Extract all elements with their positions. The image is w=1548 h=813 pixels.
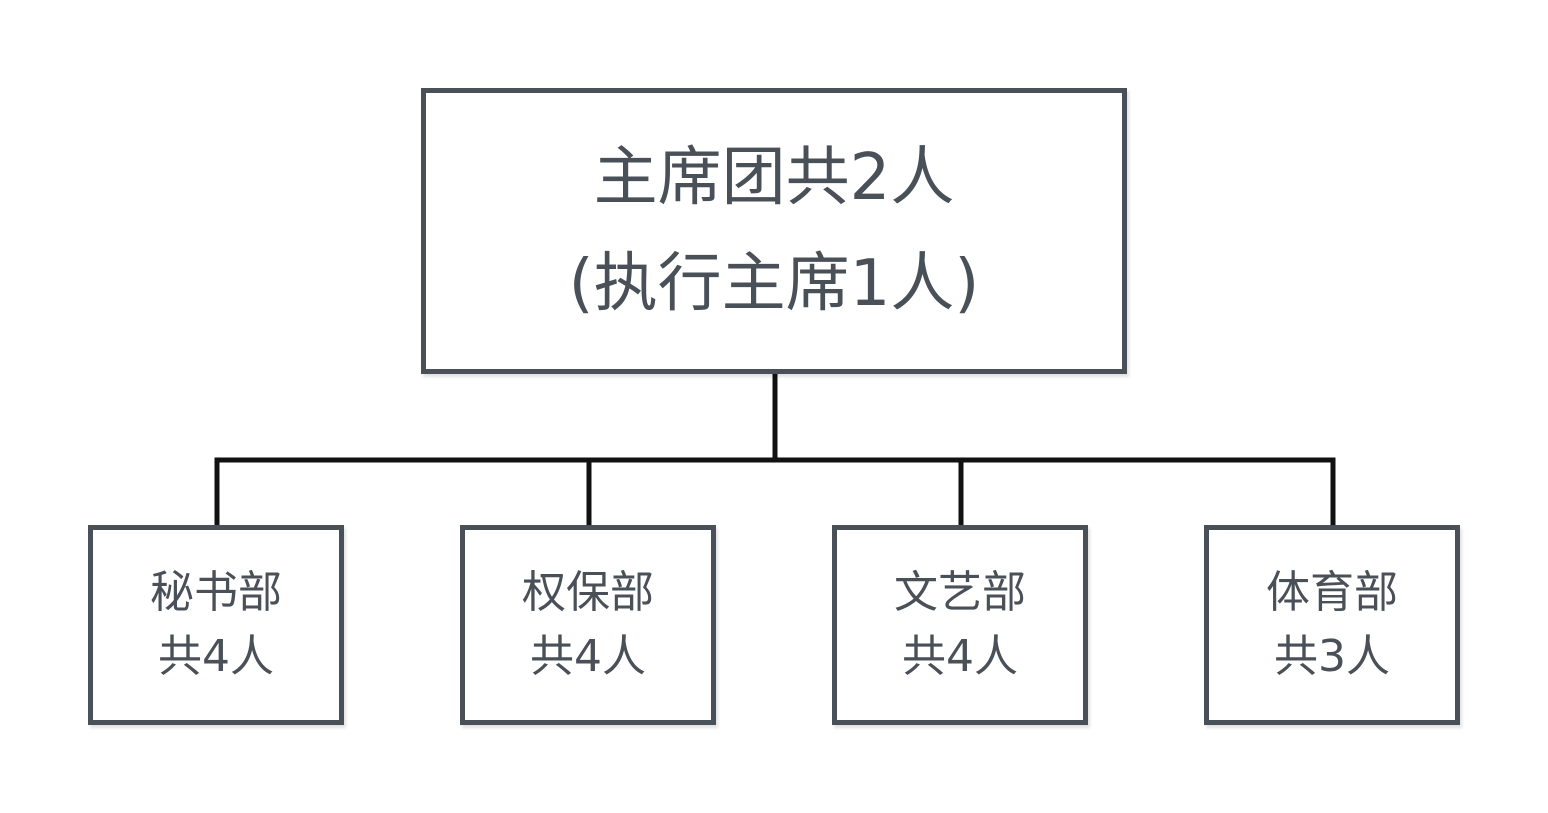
dept-box-sports: 体育部 共3人 — [1204, 525, 1460, 725]
dept-count: 共4人 — [530, 631, 646, 682]
presidium-subtitle: (执行主席1人) — [568, 247, 980, 321]
dept-box-secretariat: 秘书部 共4人 — [88, 525, 344, 725]
dept-count: 共3人 — [1274, 631, 1390, 682]
dept-name: 秘书部 — [150, 567, 282, 618]
dept-box-arts: 文艺部 共4人 — [832, 525, 1088, 725]
dept-name: 权保部 — [522, 567, 654, 618]
dept-count: 共4人 — [158, 631, 274, 682]
dept-box-rights: 权保部 共4人 — [460, 525, 716, 725]
dept-count: 共4人 — [902, 631, 1018, 682]
presidium-title: 主席团共2人 — [593, 141, 955, 215]
dept-name: 体育部 — [1266, 567, 1398, 618]
presidium-box: 主席团共2人 (执行主席1人) — [421, 88, 1127, 374]
dept-name: 文艺部 — [894, 567, 1026, 618]
